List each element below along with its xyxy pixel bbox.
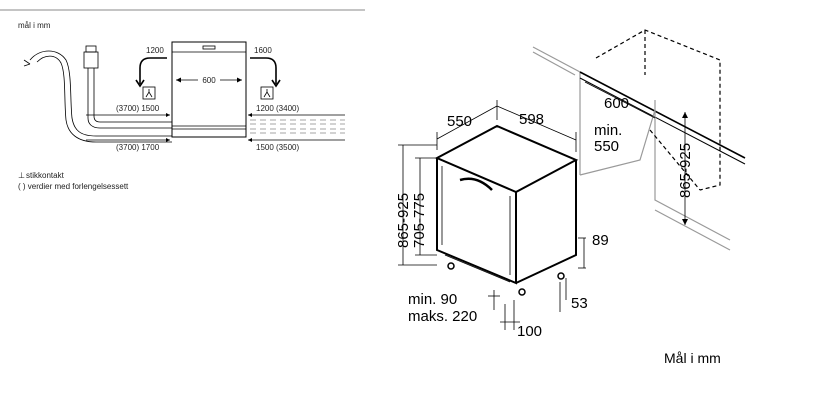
dishwasher-box: [434, 124, 579, 296]
dim-plinth-depth-group: 100: [500, 300, 542, 340]
dim-1200-3400: 1200 (3400): [256, 104, 299, 113]
dim-gap-min: min. 90: [408, 291, 457, 308]
dim-height-group: 865-925 705-775: [395, 144, 437, 266]
legend-socket-text: stikkontakt: [26, 171, 65, 180]
dim-3700-1700: (3700) 1700: [116, 143, 160, 152]
dim-niche-width-group: 600: [584, 81, 656, 119]
dim-niche-depth-min-value: 550: [594, 138, 619, 155]
dim-niche-height-865-925: 865-925: [677, 143, 694, 198]
dim-1200-left: 1200: [146, 46, 164, 55]
dim-3700-1500: (3700) 1500: [116, 104, 160, 113]
dim-gap-group: min. 90 maks. 220: [408, 290, 500, 325]
dim-plinth-offset-53: 53: [571, 295, 588, 312]
dim-height-865-925: 865-925: [395, 193, 412, 248]
dim-1600-right: 1600: [254, 46, 272, 55]
left-panel: mål i mm 600 1: [0, 9, 365, 191]
extension-dashes: [250, 119, 345, 134]
drain-hose: [23, 45, 172, 143]
right-socket-path: 1600: [250, 46, 281, 100]
dim-niche-height-group: 865-925: [677, 112, 694, 225]
niche-outline: [532, 29, 746, 251]
dim-width-598: 598: [519, 111, 544, 128]
dim-1500-3500: 1500 (3500): [256, 143, 299, 152]
right-panel: 550 598 600 min. 550 865-925 705-775: [395, 29, 746, 366]
left-socket-path: 1200: [135, 46, 167, 100]
dim-plinth-height-group: 89: [578, 232, 609, 269]
dim-niche-depth-min-label: min.: [594, 122, 622, 139]
legend-socket-symbol: ⊥: [18, 171, 25, 180]
dim-gap-max: maks. 220: [408, 308, 477, 325]
dim-niche-width-600: 600: [604, 95, 629, 112]
dim-depth-group: 550: [436, 100, 498, 150]
dim-depth-550: 550: [447, 113, 472, 130]
left-unit-label: mål i mm: [18, 21, 51, 30]
dishwasher-front: [171, 41, 247, 138]
dim-width-group: 598: [496, 105, 577, 152]
dim-plinth-height-89: 89: [592, 232, 609, 249]
dim-inner-height-705-775: 705-775: [411, 193, 428, 248]
dim-600: 600: [202, 76, 216, 85]
legend-paren-text: ( ) verdier med forlengelsessett: [18, 182, 129, 191]
right-unit-label: Mål i mm: [664, 350, 721, 366]
dim-plinth-depth-100: 100: [517, 323, 542, 340]
dim-plinth-offset-group: 53: [559, 278, 588, 312]
